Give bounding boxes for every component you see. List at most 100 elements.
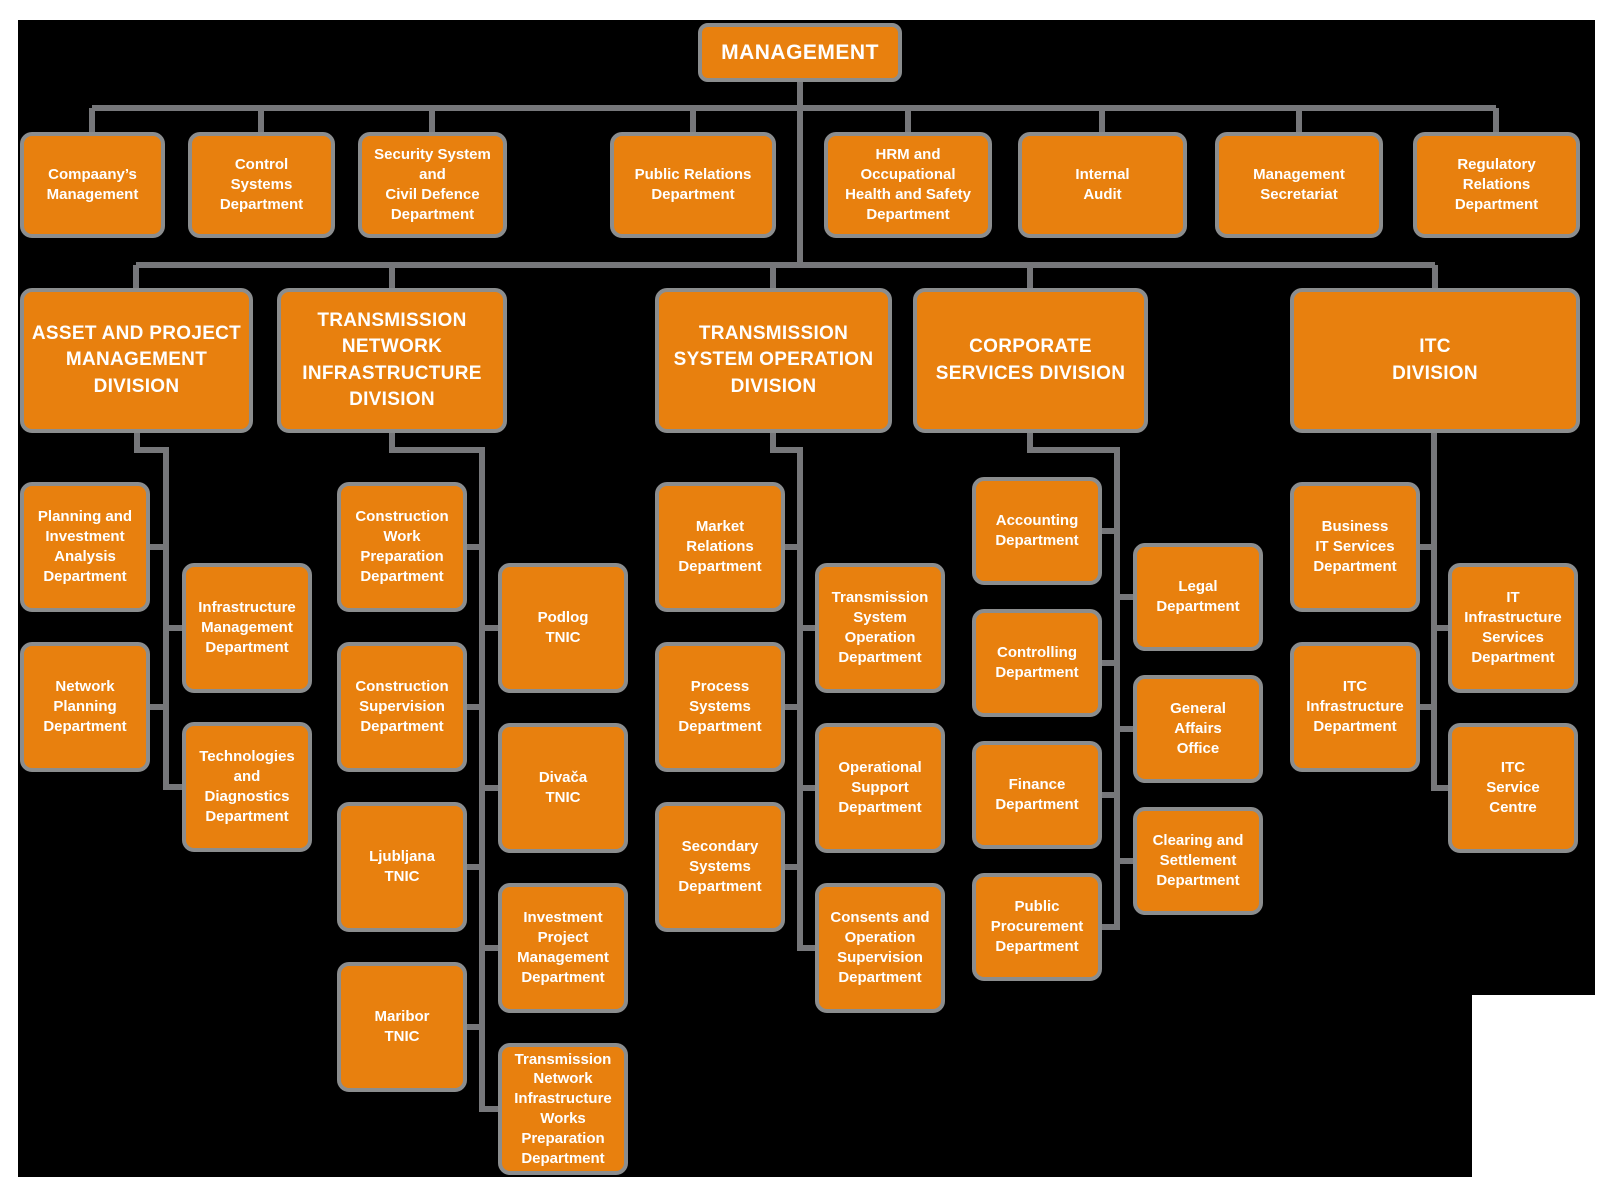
dept-box-investment-project-management: Investment Project Management Department: [498, 883, 628, 1013]
staff-box-companys-management: Compaany’s Management: [20, 132, 165, 238]
staff-box-hrm-ohs: HRM and Occupational Health and Safety D…: [824, 132, 992, 238]
dept-box-process-systems: Process Systems Department: [655, 642, 785, 772]
dept-box-operational-support: Operational Support Department: [815, 723, 945, 853]
connector-line: [163, 447, 169, 790]
connector-line: [479, 945, 502, 951]
connector-line: [258, 108, 264, 136]
dept-box-legal: Legal Department: [1133, 543, 1263, 651]
connector-line: [1027, 265, 1033, 292]
division-box-transmission-system-operation: TRANSMISSION SYSTEM OPERATION DIVISION: [655, 288, 892, 433]
dept-box-network-planning: Network Planning Department: [20, 642, 150, 772]
dept-box-secondary-systems: Secondary Systems Department: [655, 802, 785, 932]
connector-line: [1114, 726, 1137, 732]
connector-line: [1098, 660, 1120, 666]
staff-box-security-civil-defence: Security System and Civil Defence Depart…: [358, 132, 507, 238]
connector-line: [89, 108, 95, 136]
dept-box-divaca-tnic: Divača TNIC: [498, 723, 628, 853]
connector-line: [136, 262, 1435, 268]
connector-line: [464, 544, 485, 550]
connector-line: [1416, 544, 1437, 550]
connector-line: [1416, 704, 1437, 710]
connector-line: [133, 265, 139, 292]
staff-box-management-secretariat: Management Secretariat: [1215, 132, 1383, 238]
dept-box-consents-operation-supervision: Consents and Operation Supervision Depar…: [815, 883, 945, 1013]
connector-line: [134, 433, 140, 453]
dept-box-tni-works-preparation: Transmission Network Infrastructure Work…: [498, 1043, 628, 1175]
connector-line: [389, 265, 395, 292]
connector-line: [479, 785, 502, 791]
connector-line: [1114, 447, 1120, 930]
connector-line: [1493, 108, 1499, 136]
connector-line: [134, 447, 169, 453]
dept-box-public-procurement: Public Procurement Department: [972, 873, 1102, 981]
connector-line: [464, 864, 485, 870]
connector-line: [1099, 108, 1105, 136]
connector-line: [464, 704, 485, 710]
connector-line: [146, 544, 169, 550]
division-box-itc: ITC DIVISION: [1290, 288, 1580, 433]
staff-box-control-systems: Control Systems Department: [188, 132, 335, 238]
connector-line: [1098, 528, 1120, 534]
connector-line: [92, 105, 1496, 111]
connector-line: [782, 544, 803, 550]
connector-line: [1296, 108, 1302, 136]
division-box-asset-project-management: ASSET AND PROJECT MANAGEMENT DIVISION: [20, 288, 253, 433]
dept-box-maribor-tnic: Maribor TNIC: [337, 962, 467, 1092]
dept-box-clearing-settlement: Clearing and Settlement Department: [1133, 807, 1263, 915]
connector-line: [770, 433, 776, 453]
connector-line: [163, 784, 186, 790]
connector-line: [797, 447, 803, 951]
dept-box-transmission-system-operation-dept: Transmission System Operation Department: [815, 563, 945, 693]
dept-box-itc-service-centre: ITC Service Centre: [1448, 723, 1578, 853]
connector-line: [1432, 265, 1438, 292]
dept-box-technologies-diagnostics: Technologies and Diagnostics Department: [182, 722, 312, 852]
connector-line: [464, 1024, 485, 1030]
connector-line: [797, 82, 803, 111]
org-box-management: MANAGEMENT: [698, 23, 902, 82]
dept-box-controlling: Controlling Department: [972, 609, 1102, 717]
connector-line: [146, 704, 169, 710]
connector-line: [782, 864, 803, 870]
connector-line: [389, 433, 395, 453]
connector-line: [1027, 447, 1120, 453]
dept-box-it-infrastructure-services: IT Infrastructure Services Department: [1448, 563, 1578, 693]
connector-line: [1098, 792, 1120, 798]
connector-line: [389, 447, 485, 453]
connector-line: [797, 111, 803, 268]
dept-box-accounting: Accounting Department: [972, 477, 1102, 585]
staff-box-public-relations: Public Relations Department: [610, 132, 776, 238]
staff-box-regulatory-relations: Regulatory Relations Department: [1413, 132, 1580, 238]
connector-line: [163, 625, 186, 631]
dept-box-itc-infrastructure: ITC Infrastructure Department: [1290, 642, 1420, 772]
dept-box-construction-work-preparation: Construction Work Preparation Department: [337, 482, 467, 612]
division-box-corporate-services: CORPORATE SERVICES DIVISION: [913, 288, 1148, 433]
connector-line: [782, 704, 803, 710]
connector-line: [1431, 625, 1452, 631]
dept-box-infrastructure-management: Infrastructure Management Department: [182, 563, 312, 693]
dept-box-planning-investment-analysis: Planning and Investment Analysis Departm…: [20, 482, 150, 612]
connector-line: [1431, 785, 1452, 791]
dept-box-finance: Finance Department: [972, 741, 1102, 849]
connector-line: [479, 625, 502, 631]
connector-line: [797, 785, 819, 791]
dept-box-podlog-tnic: Podlog TNIC: [498, 563, 628, 693]
dept-box-general-affairs-office: General Affairs Office: [1133, 675, 1263, 783]
connector-line: [1098, 924, 1120, 930]
connector-line: [770, 447, 803, 453]
connector-line: [479, 447, 485, 1112]
dept-box-market-relations: Market Relations Department: [655, 482, 785, 612]
division-box-transmission-network-infrastructure: TRANSMISSION NETWORK INFRASTRUCTURE DIVI…: [277, 288, 507, 433]
connector-line: [1027, 433, 1033, 453]
connector-line: [797, 625, 819, 631]
dept-box-business-it-services: Business IT Services Department: [1290, 482, 1420, 612]
connector-line: [770, 265, 776, 292]
connector-line: [1114, 858, 1137, 864]
connector-line: [1431, 433, 1437, 791]
dept-box-ljubljana-tnic: Ljubljana TNIC: [337, 802, 467, 932]
connector-line: [1114, 594, 1137, 600]
connector-line: [479, 1106, 502, 1112]
connector-line: [690, 108, 696, 136]
dept-box-construction-supervision: Construction Supervision Department: [337, 642, 467, 772]
connector-line: [797, 945, 819, 951]
